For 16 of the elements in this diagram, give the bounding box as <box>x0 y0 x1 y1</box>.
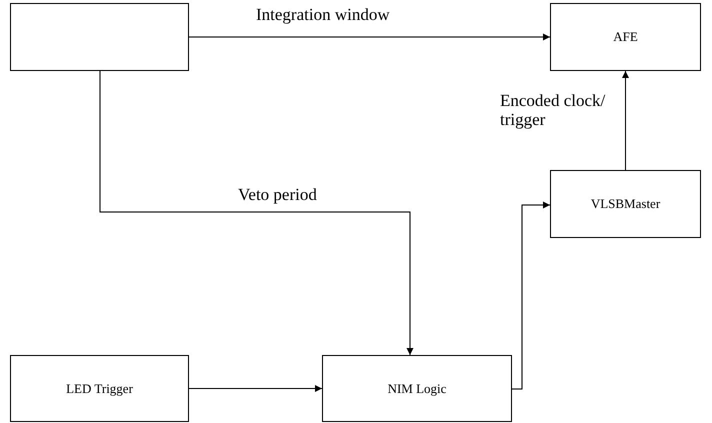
arrow <box>622 70 629 170</box>
process-box <box>550 170 701 238</box>
box-label: VLSBMaster <box>590 196 660 212</box>
arrow <box>100 70 414 356</box>
edge-label: Integration window <box>256 6 390 25</box>
process-box <box>322 355 512 422</box>
process-box <box>10 3 189 71</box>
arrow <box>512 202 550 390</box>
edge-label: Veto period <box>238 186 317 205</box>
arrow <box>188 385 322 392</box>
arrow <box>188 34 550 40</box>
box-label: NIM Logic <box>388 380 446 396</box>
process-box <box>550 3 701 71</box>
box-label: LED Trigger <box>66 380 133 396</box>
process-box <box>10 355 189 422</box>
box-label: AFE <box>613 29 638 45</box>
